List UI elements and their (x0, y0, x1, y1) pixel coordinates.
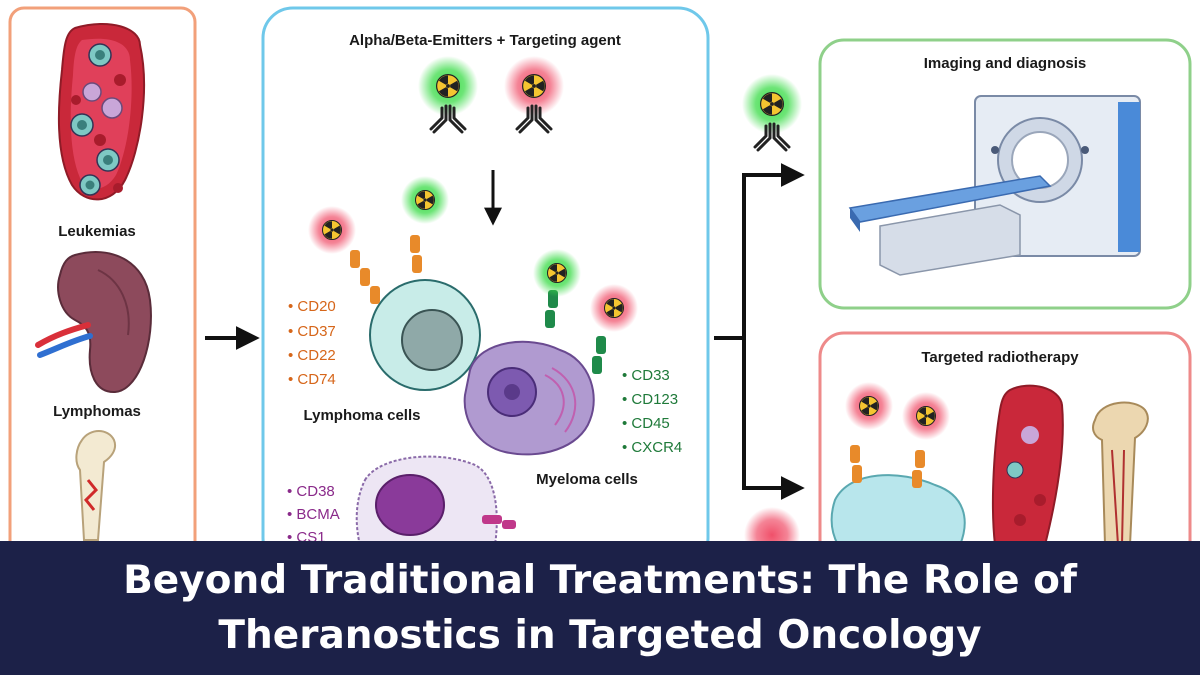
marker-cd123: • CD123 (622, 391, 678, 408)
marker-cxcr4: • CXCR4 (622, 439, 682, 456)
therapy-panel-title: Targeted radiotherapy (921, 349, 1079, 366)
marker-cd20: • CD20 (288, 298, 336, 315)
green-emitter-lymphoma (401, 176, 449, 224)
leukemias-label: Leukemias (58, 223, 136, 240)
marker-bcma: • BCMA (287, 506, 340, 523)
radiation-symbol-icon (916, 406, 936, 426)
lymphomas-label: Lymphomas (53, 403, 141, 420)
marker-cd37: • CD37 (288, 323, 336, 340)
marker-cd45: • CD45 (622, 415, 670, 432)
myeloma-cell (463, 290, 606, 456)
plasma-markers: • CD38 • BCMA • CS1 (287, 483, 340, 546)
green-emitter-imaging (742, 74, 802, 152)
marker-cd38: • CD38 (287, 483, 335, 500)
red-emitter-lymphoma (308, 206, 356, 254)
radiation-symbol-icon (322, 220, 342, 240)
lymphoma-cells-label: Lymphoma cells (304, 407, 421, 424)
title-banner (0, 541, 1200, 675)
green-emitter-myeloma (533, 249, 581, 297)
myeloma-markers: • CD33 • CD123 • CD45 • CXCR4 (622, 367, 682, 456)
banner-title: Beyond Traditional Treatments: The Role … (123, 558, 1077, 658)
marker-cd22: • CD22 (288, 347, 336, 364)
myeloma-cells-label: Myeloma cells (536, 471, 638, 488)
imaging-panel-title: Imaging and diagnosis (924, 55, 1087, 72)
scanner-icon (848, 95, 1141, 276)
marker-cd33: • CD33 (622, 367, 670, 384)
radiation-symbol-icon (760, 92, 784, 116)
lymphoma-cell (350, 235, 481, 391)
radiation-symbol-icon (522, 74, 546, 98)
therapy-cells (830, 445, 966, 546)
red-emitter-myeloma (590, 284, 638, 332)
red-emitter-therapy-right (902, 392, 950, 440)
blood-vessel-icon (991, 384, 1064, 546)
marker-cd74: • CD74 (288, 371, 336, 388)
radiation-symbol-icon (547, 263, 567, 283)
red-emitter-therapy-left (845, 382, 893, 430)
green-emitter-top (418, 56, 478, 134)
lymphoma-markers: • CD20 • CD37 • CD22 • CD74 (288, 298, 336, 388)
bone-icon (1092, 401, 1149, 546)
radiation-symbol-icon (859, 396, 879, 416)
center-panel-title: Alpha/Beta-Emitters + Targeting agent (349, 32, 621, 49)
kidney-icon (35, 251, 152, 394)
radiation-symbol-icon (604, 298, 624, 318)
bone-icon (75, 430, 116, 541)
red-emitter-top (504, 56, 564, 134)
radiation-symbol-icon (436, 74, 460, 98)
branch-arrows (714, 163, 805, 500)
imaging-panel-frame (818, 38, 1192, 310)
radiation-symbol-icon (415, 190, 435, 210)
plasma-cell (355, 455, 516, 546)
blood-vessel-icon (57, 23, 145, 201)
